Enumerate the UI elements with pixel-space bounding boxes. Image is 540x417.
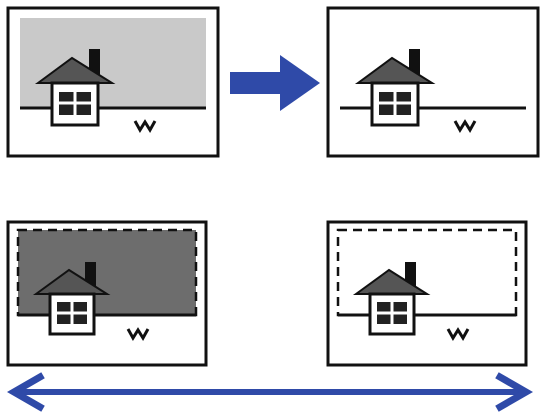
panel-bottom-left <box>6 220 208 367</box>
double-arrow-icon <box>6 372 534 412</box>
panel-top-left <box>6 6 220 158</box>
panel-frame <box>326 6 540 158</box>
grass-icon <box>133 119 157 133</box>
background-fill-dark <box>18 230 196 315</box>
panel-bottom-right <box>326 220 528 367</box>
grass-icon <box>453 119 477 133</box>
panel-top-right <box>326 6 540 158</box>
grass-icon <box>446 327 470 341</box>
house-icon <box>32 262 111 336</box>
grass-icon <box>126 327 150 341</box>
right-arrow-icon <box>230 55 320 111</box>
house-icon <box>34 49 116 127</box>
house-icon <box>354 49 436 127</box>
house-icon <box>352 262 431 336</box>
background-fill-light <box>20 18 206 108</box>
